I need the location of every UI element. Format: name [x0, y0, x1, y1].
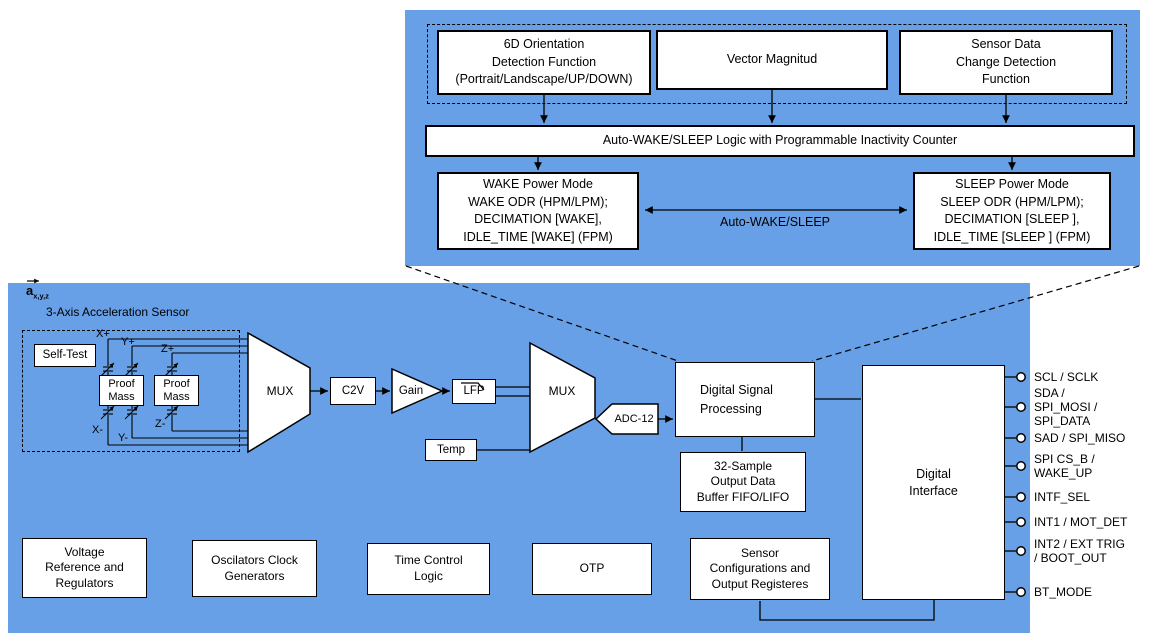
proof-mass-right-box: Proof Mass [154, 375, 199, 406]
axis-label-x-minus: X- [92, 424, 103, 436]
pin-spi-cs-b-wake-up: SPI CS_B / WAKE_UP [1034, 452, 1095, 480]
vector-subscript: x,y,z [33, 291, 49, 301]
pin-sda-spi-mosi-spi-data: SDA / SPI_MOSI / SPI_DATA [1034, 386, 1098, 428]
temp-box: Temp [425, 439, 477, 461]
auto-wake-sleep-logic-box: Auto-WAKE/SLEEP Logic with Programmable … [425, 125, 1135, 157]
self-test-box: Self-Test [34, 344, 96, 367]
pin-sad-spi-miso: SAD / SPI_MISO [1034, 431, 1126, 445]
proof-mass-left-box: Proof Mass [99, 375, 144, 406]
wake-power-mode-box: WAKE Power Mode WAKE ODR (HPM/LPM); DECI… [437, 172, 639, 250]
auto-wake-sleep-arrow-label: Auto-WAKE/SLEEP [720, 215, 830, 229]
sleep-power-mode-box: SLEEP Power Mode SLEEP ODR (HPM/LPM); DE… [913, 172, 1111, 250]
acceleration-sensor-dashed-box [22, 330, 240, 452]
oscillators-clock-generators-box: Oscilators Clock Generators [192, 540, 317, 597]
axis-label-z-minus: Z- [155, 418, 166, 430]
detection-functions-dashed-group [427, 24, 1127, 104]
pin-int2-ext-trig-boot-out: INT2 / EXT TRIG / BOOT_OUT [1034, 537, 1125, 565]
mux1-label: MUX [266, 384, 294, 398]
dsp-box: Digital Signal Processing [675, 362, 815, 437]
sensor-data-change-box: Sensor Data Change Detection Function [899, 30, 1113, 95]
acceleration-vector-label: ax,y,z [26, 283, 49, 301]
pin-intf-sel: INTF_SEL [1034, 490, 1091, 504]
lfp-box: LFP [452, 379, 496, 404]
mux2-label: MUX [548, 384, 576, 398]
axis-label-x-plus: X+ [96, 328, 110, 340]
sensor-config-registers-box: Sensor Configurations and Output Registe… [690, 538, 830, 600]
adc12-label: ADC-12 [614, 413, 654, 425]
fifo-buffer-box: 32-Sample Output Data Buffer FIFO/LIFO [680, 452, 806, 512]
vector-symbol: a [26, 283, 34, 298]
pin-bt-mode: BT_MODE [1034, 585, 1093, 599]
orientation-detection-box: 6D Orientation Detection Function (Portr… [437, 30, 651, 95]
axis-label-y-plus: Y+ [121, 336, 135, 348]
time-control-logic-box: Time Control Logic [367, 543, 490, 595]
axis-label-z-plus: Z+ [161, 343, 175, 355]
c2v-box: C2V [330, 377, 376, 405]
otp-box: OTP [532, 543, 652, 595]
gain-label: Gain [398, 385, 424, 397]
voltage-regulators-box: Voltage Reference and Regulators [22, 538, 147, 598]
pin-int1-mot-det: INT1 / MOT_DET [1034, 515, 1128, 529]
vector-magnitude-box: Vector Magnitud [656, 30, 888, 90]
digital-interface-box: Digital Interface [862, 365, 1005, 600]
axis-label-y-minus: Y- [118, 432, 128, 444]
sensor-section-title: 3-Axis Acceleration Sensor [46, 305, 190, 319]
pin-scl-sclk: SCL / SCLK [1034, 370, 1099, 384]
